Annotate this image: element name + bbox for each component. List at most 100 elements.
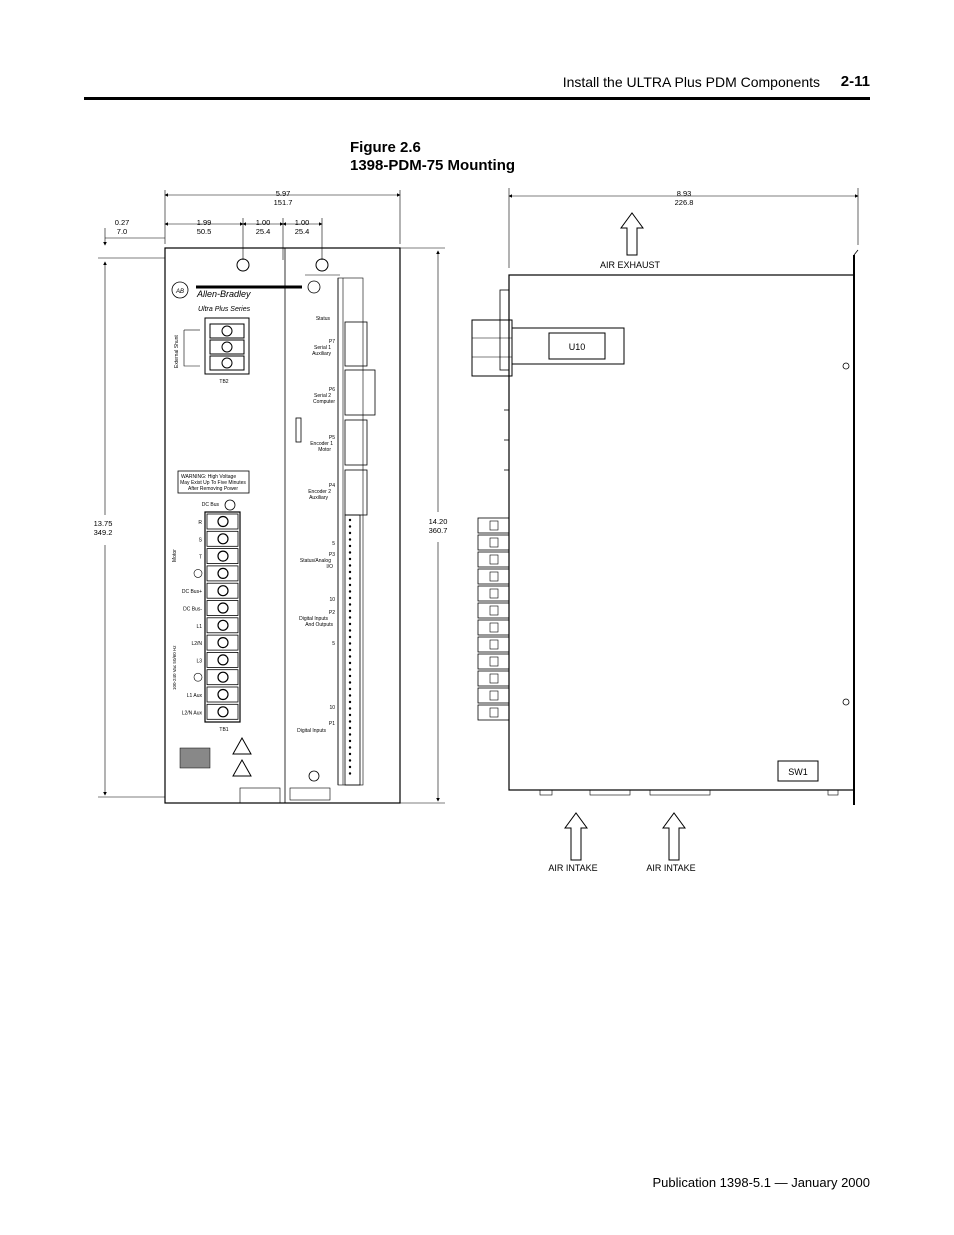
brand-name: Allen-Bradley	[196, 289, 251, 299]
power-group-label: 100-240 Vac 50/60 Hz	[172, 645, 177, 690]
side-terminal	[477, 687, 510, 704]
dim-total-mm: 360.7	[429, 526, 448, 535]
tb1-terminal-label: L1 Aux	[187, 693, 203, 699]
io-pin	[348, 551, 352, 554]
io-pin	[348, 733, 352, 736]
io-pin	[348, 531, 352, 535]
u10-label: U10	[569, 342, 586, 352]
io-pin	[348, 772, 352, 775]
side-terminal-screw	[489, 571, 499, 582]
io-pin	[348, 570, 352, 574]
tb1-terminal-label: L2/N	[191, 641, 202, 647]
side-terminal	[477, 670, 510, 687]
side-terminal	[477, 585, 510, 602]
figure-number: Figure 2.6	[350, 139, 421, 156]
tb1-terminal-label: L3	[196, 658, 202, 664]
dim-c-mm: 25.4	[256, 227, 271, 236]
publication-footer: Publication 1398-5.1 — January 2000	[652, 1175, 870, 1190]
tb1-terminal	[206, 634, 239, 651]
tb1-screw	[217, 602, 229, 614]
io-pin	[348, 739, 352, 743]
side-terminal-screw	[489, 690, 499, 701]
side-terminal-screw	[489, 588, 499, 599]
side-terminal-screw	[489, 656, 499, 667]
tb1-screw	[217, 654, 229, 666]
tb1-screw	[217, 636, 229, 649]
side-terminal-screw	[489, 673, 499, 684]
p5-label: P5	[329, 435, 335, 441]
tb1-terminal	[206, 513, 239, 530]
io-pin	[348, 759, 352, 762]
side-terminal-screw	[489, 622, 499, 633]
page-number: 2-11	[840, 73, 870, 90]
tb1-screw	[217, 515, 229, 528]
tb1-terminal	[206, 548, 239, 564]
warning-line-2: May Exist Up To Five Minutes	[180, 480, 246, 486]
dc-bus-label: DC Bus	[202, 502, 220, 508]
io-pin	[348, 720, 352, 723]
pin-10-a: 10	[329, 597, 335, 603]
warning-line-1: WARNING: High Voltage	[181, 474, 236, 480]
side-terminal	[477, 636, 510, 653]
io-pin	[348, 635, 352, 639]
io-pin-strips	[348, 518, 352, 775]
p1-label: P1	[329, 721, 335, 727]
tb1-terminal	[206, 600, 239, 616]
p2-label: P2	[329, 610, 335, 616]
io-pin	[348, 661, 352, 665]
io-pin	[348, 648, 352, 652]
air-exhaust-label: AIR EXHAUST	[600, 260, 661, 270]
dim-depth-in: 8.93	[677, 189, 692, 198]
series-name: Ultra Plus Series	[198, 306, 251, 313]
ground-icon	[193, 569, 203, 578]
p2-name: Digital Inputs	[299, 616, 328, 622]
side-terminal	[477, 517, 510, 534]
tb1-terminal	[206, 565, 239, 582]
p6-name: Serial 2	[314, 393, 331, 399]
tb1-screw	[217, 688, 229, 701]
p3-label: P3	[329, 552, 335, 558]
side-terminal-screw	[489, 520, 499, 531]
tb1-terminal	[206, 652, 239, 668]
dim-b-mm: 50.5	[197, 227, 212, 236]
side-terminal-screw	[489, 707, 499, 718]
air-intake-label-1: AIR INTAKE	[548, 863, 597, 873]
p4-name: Encoder 2	[308, 489, 331, 495]
tb1-terminal-label: L2/N Aux	[182, 710, 203, 716]
io-pin	[348, 746, 352, 749]
figure-title: 1398-PDM-75 Mounting	[350, 157, 516, 174]
dim-total-in: 14.20	[429, 517, 448, 526]
side-terminal-screw	[489, 537, 499, 548]
p1-name: Digital Inputs	[297, 728, 326, 734]
shunt-label: External Shunt	[174, 335, 180, 368]
p7-label: P7	[329, 339, 335, 345]
io-pin	[348, 596, 352, 600]
tb1-screw	[217, 533, 229, 545]
tb1-terminal	[206, 530, 239, 547]
io-pin	[348, 752, 352, 756]
front-view	[98, 190, 445, 804]
side-terminal	[477, 551, 510, 568]
dim-d-in: 1.00	[295, 218, 310, 227]
io-pin	[348, 603, 352, 606]
p3-name: Status/Analog	[300, 558, 331, 564]
io-pin	[348, 681, 352, 684]
side-terminal-screw	[489, 554, 499, 565]
io-pin	[348, 544, 352, 548]
side-terminal	[477, 602, 510, 619]
tb1-screw	[217, 567, 229, 580]
io-pin	[348, 674, 352, 678]
running-header: Install the ULTRA Plus PDM Components	[562, 74, 820, 90]
io-pin	[348, 583, 352, 587]
io-pin	[348, 622, 352, 626]
dim-c-in: 1.00	[256, 218, 271, 227]
io-pin	[348, 564, 352, 567]
dim-width-mm: 151.7	[274, 198, 293, 207]
side-view	[471, 188, 859, 861]
pin-5-b: 5	[332, 641, 335, 647]
header-rule	[84, 97, 870, 100]
brand-logo: AB	[175, 289, 184, 295]
tb1-terminal	[206, 617, 239, 634]
io-pin	[348, 577, 352, 580]
tb1-terminal-label: R	[198, 520, 202, 526]
